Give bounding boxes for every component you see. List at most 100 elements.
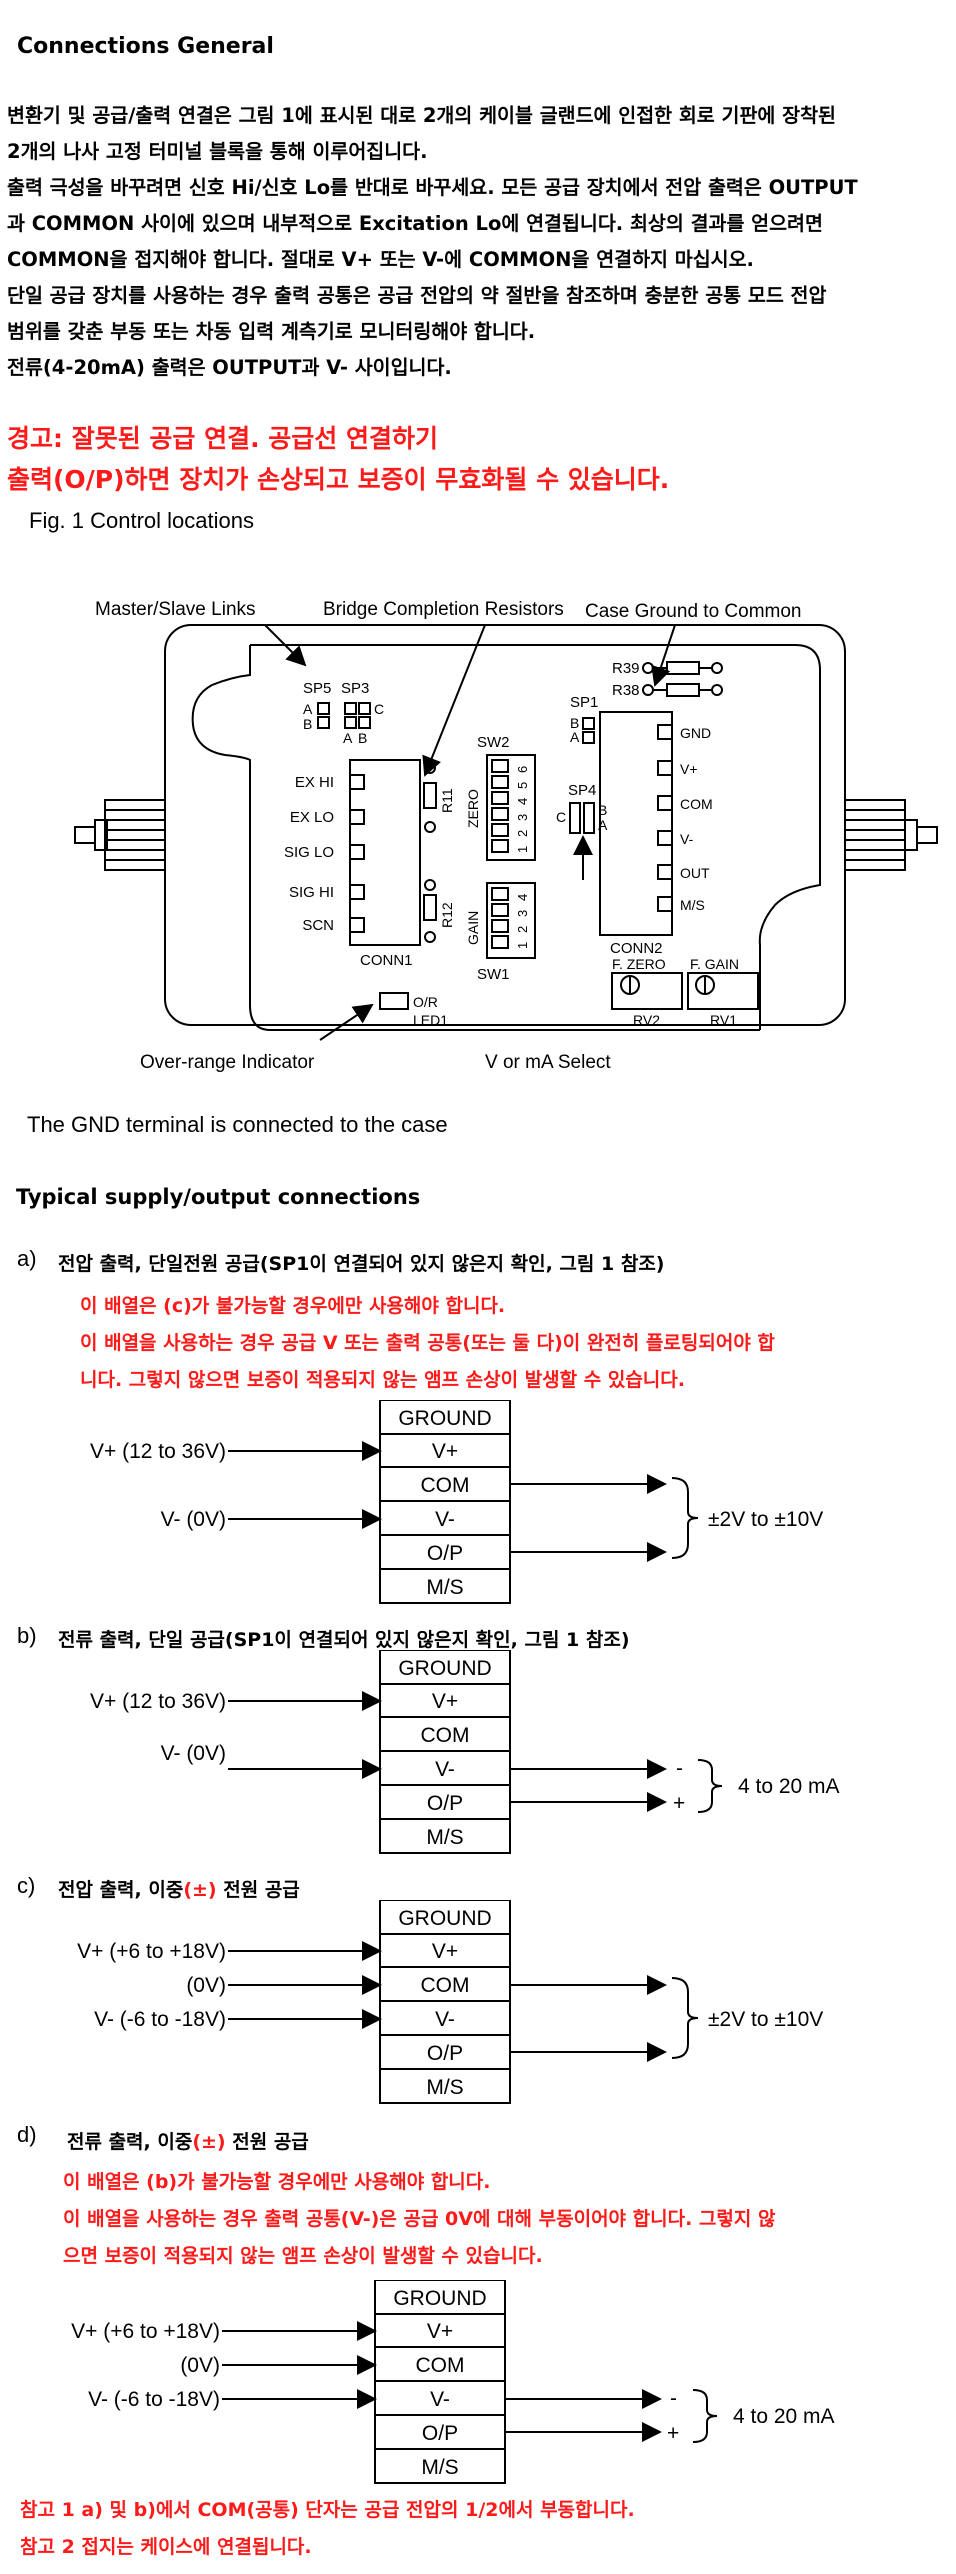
r12-resistor [423, 894, 437, 921]
svg-text:2: 2 [515, 830, 530, 837]
svg-text:3: 3 [515, 814, 530, 821]
wiring-diagram-d: GROUND V+ COM V- O/P M/S V+ (+6 to +18V)… [71, 2280, 835, 2484]
svg-text:-: - [670, 2387, 677, 2410]
svg-text:O/P: O/P [427, 2042, 463, 2065]
intro-line: 전류(4-20mA) 출력은 OUTPUT과 V- 사이입니다. [7, 356, 452, 379]
svg-text:A: A [343, 730, 353, 746]
wiring-diagram-a: GROUND V+ COM V- O/P M/S V+ (12 to 36V) … [90, 1400, 823, 1604]
svg-text:+: + [667, 2422, 679, 2445]
control-locations-diagram: Master/Slave Links Bridge Completion Res… [74, 599, 938, 1073]
svg-text:A: A [303, 701, 313, 717]
section-a-title: 전압 출력, 단일전원 공급(SP1이 연결되어 있지 않은지 확인, 그림 1… [58, 1253, 665, 1275]
conn1-terminals [349, 774, 365, 933]
note-line: 으면 보증이 적용되지 않는 앰프 손상이 발생할 수 있습니다. [63, 2245, 543, 2267]
sw2-dip-switch [486, 754, 536, 861]
svg-text:GROUND: GROUND [398, 1657, 491, 1680]
note-line: 이 배열은 (b)가 불가능할 경우에만 사용해야 합니다. [63, 2171, 491, 2193]
svg-text:V- (-6 to -18V): V- (-6 to -18V) [88, 2388, 220, 2411]
svg-text:SP1: SP1 [570, 694, 598, 711]
svg-text:V-: V- [430, 2388, 450, 2411]
typical-heading: Typical supply/output connections [16, 1185, 421, 1209]
svg-text:V- (-6 to -18V): V- (-6 to -18V) [94, 2008, 226, 2031]
note-line: 이 배열을 사용하는 경우 공급 V 또는 출력 공통(또는 둘 다)이 완전히… [80, 1332, 775, 1354]
svg-text:COM: COM [421, 1724, 470, 1747]
svg-text:ZERO: ZERO [465, 789, 481, 828]
terminal-table: GROUND V+ COM V- O/P M/S [379, 1400, 511, 1604]
sp3-jumper-pad [344, 716, 357, 729]
svg-text:C: C [374, 701, 384, 717]
svg-text:V- (0V): V- (0V) [161, 1742, 226, 1765]
over-range-led [379, 992, 409, 1010]
svg-text:4: 4 [515, 798, 530, 805]
sw1-toggles [491, 887, 509, 949]
svg-text:R39: R39 [612, 660, 640, 677]
svg-text:6: 6 [515, 766, 530, 773]
svg-text:V+: V+ [432, 1690, 458, 1713]
section-a-notes: 이 배열은 (c)가 불가능할 경우에만 사용해야 합니다. 이 배열을 사용하… [80, 1288, 775, 1399]
svg-text:(0V): (0V) [180, 2354, 220, 2377]
svg-text:O/P: O/P [427, 1542, 463, 1565]
svg-text:GND: GND [680, 725, 711, 741]
svg-text:V+: V+ [432, 1440, 458, 1463]
conn2-terminal-block [599, 711, 673, 936]
svg-text:B: B [303, 716, 312, 732]
svg-text:V+: V+ [680, 761, 698, 777]
svg-text:CONN2: CONN2 [610, 940, 663, 957]
svg-text:O/P: O/P [422, 2422, 458, 2445]
svg-text:V-: V- [435, 1758, 455, 1781]
svg-text:V-: V- [435, 2008, 455, 2031]
intro-line: 변환기 및 공급/출력 연결은 그림 1에 표시된 대로 2개의 케이블 글랜드… [7, 104, 836, 127]
svg-text:GROUND: GROUND [393, 2287, 486, 2310]
svg-text:V+ (12 to 36V): V+ (12 to 36V) [90, 1440, 226, 1463]
sp3-jumper-pad [358, 702, 371, 715]
svg-text:SCN: SCN [302, 917, 334, 934]
sp3-jumper-pad [358, 716, 371, 729]
footnote-2: 참고 2 접지는 케이스에 연결됩니다. [20, 2536, 312, 2558]
svg-text:GROUND: GROUND [398, 1907, 491, 1930]
svg-text:COM: COM [421, 1474, 470, 1497]
svg-text:C: C [556, 809, 566, 825]
svg-text:(0V): (0V) [186, 1974, 226, 1997]
svg-text:V-: V- [680, 831, 694, 847]
svg-text:CONN1: CONN1 [360, 952, 413, 969]
svg-text:RV1: RV1 [710, 1012, 737, 1028]
svg-text:V+: V+ [427, 2320, 453, 2343]
page-heading: Connections General [17, 34, 274, 59]
svg-text:M/S: M/S [426, 1576, 463, 1599]
warning-line: 출력(O/P)하면 장치가 손상되고 보증이 무효화될 수 있습니다. [7, 465, 670, 494]
svg-text:SP5: SP5 [303, 680, 331, 697]
r39-resistor [666, 661, 700, 675]
sp4-jumper-pad [583, 802, 595, 834]
intro-line: COMMON을 접지해야 합니다. 절대로 V+ 또는 V-에 COMMON을 … [7, 248, 754, 271]
svg-text:V- (0V): V- (0V) [161, 1508, 226, 1531]
svg-text:SW2: SW2 [477, 734, 510, 751]
terminal-table: GROUND V+ COM V- O/P M/S [379, 1900, 511, 2104]
section-d-notes: 이 배열은 (b)가 불가능할 경우에만 사용해야 합니다. 이 배열을 사용하… [63, 2164, 775, 2275]
svg-text:GAIN: GAIN [465, 911, 481, 945]
footnotes: 참고 1 a) 및 b)에서 COM(공통) 단자는 공급 전압의 1/2에서 … [20, 2492, 635, 2566]
svg-text:5: 5 [515, 782, 530, 789]
svg-text:SP4: SP4 [568, 782, 596, 799]
svg-text:COM: COM [680, 796, 713, 812]
figure-caption: Fig. 1 Control locations [29, 508, 254, 533]
warning-block: 경고: 잘못된 공급 연결. 공급선 연결하기 출력(O/P)하면 장치가 손상… [7, 418, 669, 500]
svg-text:±2V to ±10V: ±2V to ±10V [708, 2008, 823, 2031]
svg-text:O/R: O/R [413, 994, 438, 1010]
sp5-jumper-pad [317, 716, 330, 729]
svg-text:A: A [570, 729, 580, 745]
svg-text:GROUND: GROUND [398, 1407, 491, 1430]
svg-text:B: B [358, 730, 367, 746]
conn2-terminals [657, 724, 673, 912]
svg-text:2: 2 [515, 926, 530, 933]
note-line: 이 배열은 (c)가 불가능할 경우에만 사용해야 합니다. [80, 1295, 506, 1317]
svg-text:1: 1 [515, 846, 530, 853]
svg-text:±2V to ±10V: ±2V to ±10V [708, 1508, 823, 1531]
terminal-table: GROUND V+ COM V- O/P M/S [379, 1650, 511, 1854]
right-cable-gland [844, 799, 938, 871]
svg-text:V+: V+ [432, 1940, 458, 1963]
svg-text:SP3: SP3 [341, 680, 369, 697]
section-c-title: 전압 출력, 이중(±) 전원 공급 [58, 1879, 300, 1901]
svg-text:OUT: OUT [680, 865, 710, 881]
svg-text:+: + [673, 1792, 685, 1815]
bridge-resistors-callout: Bridge Completion Resistors [323, 599, 564, 620]
